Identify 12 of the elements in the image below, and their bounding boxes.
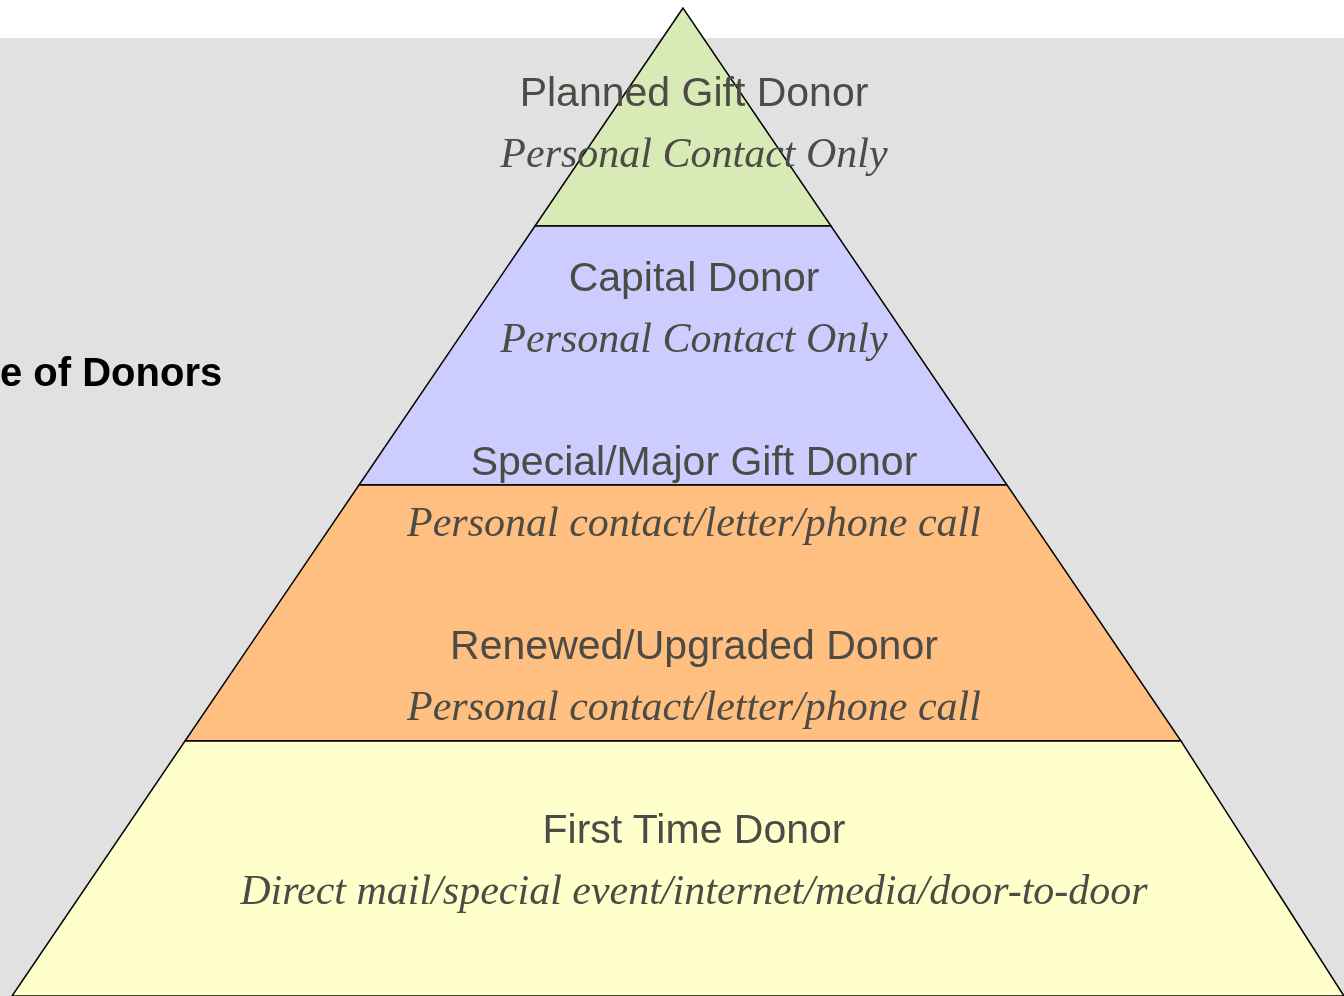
- pyramid-tier: [10, 741, 1344, 996]
- tier-title: First Time Donor: [542, 809, 846, 850]
- pyramid-tier: [359, 226, 1007, 483]
- pyramid-tier: [185, 485, 1181, 739]
- contact-method: Personal Contact Only: [500, 317, 888, 359]
- contact-method: Personal contact/letter/phone call: [407, 501, 981, 543]
- contact-method: Direct mail/special event/internet/media/door-to-door: [240, 869, 1148, 911]
- contact-method: Personal contact/letter/phone call: [407, 685, 981, 727]
- tier-title: Special/Major Gift Donor: [470, 441, 918, 482]
- tier-title: Capital Donor: [568, 257, 820, 298]
- tier-title: Renewed/Upgraded Donor: [450, 625, 938, 666]
- slide-heading: e of Donors: [0, 352, 223, 392]
